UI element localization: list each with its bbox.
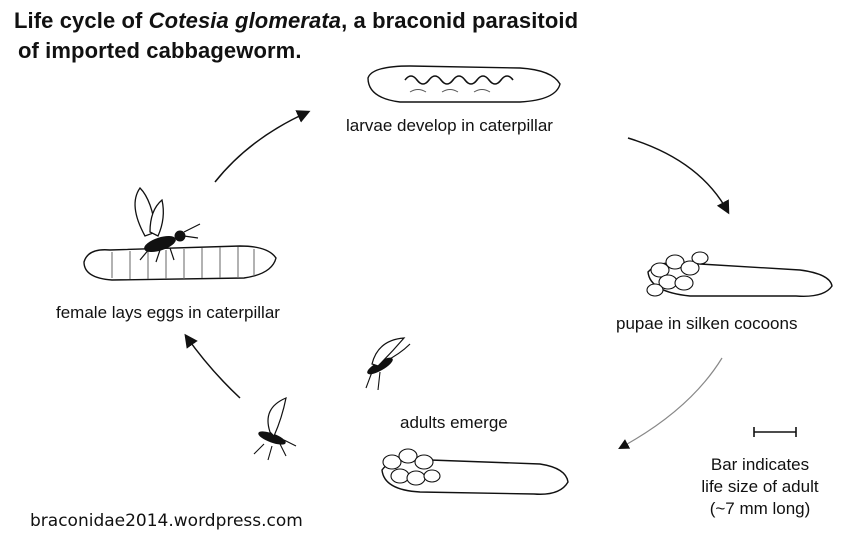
arrow-adults-to-female <box>186 336 240 398</box>
arrow-larvae-to-pupae <box>628 138 728 212</box>
adult-wasp-flying <box>366 338 410 390</box>
scale-note-line2: life size of adult <box>680 476 840 498</box>
stage-label-adults: adults emerge <box>400 413 508 433</box>
stage-label-pupae: pupae in silken cocoons <box>616 314 797 334</box>
scale-bar <box>754 427 796 437</box>
scale-note: Bar indicates life size of adult (~7 mm … <box>680 454 840 520</box>
diagram-title-line2: of imported cabbageworm. <box>18 38 302 64</box>
stage-label-oviposition: female lays eggs in caterpillar <box>56 303 280 323</box>
species-name: Cotesia glomerata <box>149 8 341 33</box>
host-caterpillar-left <box>84 246 276 280</box>
source-credit: braconidae2014.wordpress.com <box>30 511 303 531</box>
host-caterpillar-bottom <box>382 449 568 494</box>
arrow-pupae-to-adults <box>620 358 722 448</box>
host-caterpillar-with-cocoons <box>647 252 832 296</box>
scale-note-line1: Bar indicates <box>680 454 840 476</box>
diagram-title-line1: Life cycle of Cotesia glomerata, a braco… <box>14 8 578 34</box>
arrow-female-to-larvae <box>215 112 308 182</box>
stage-label-larvae: larvae develop in caterpillar <box>346 116 553 136</box>
host-caterpillar-with-larvae <box>368 66 560 102</box>
scale-note-line3: (~7 mm long) <box>680 498 840 520</box>
adult-wasp-emerged <box>254 398 296 460</box>
